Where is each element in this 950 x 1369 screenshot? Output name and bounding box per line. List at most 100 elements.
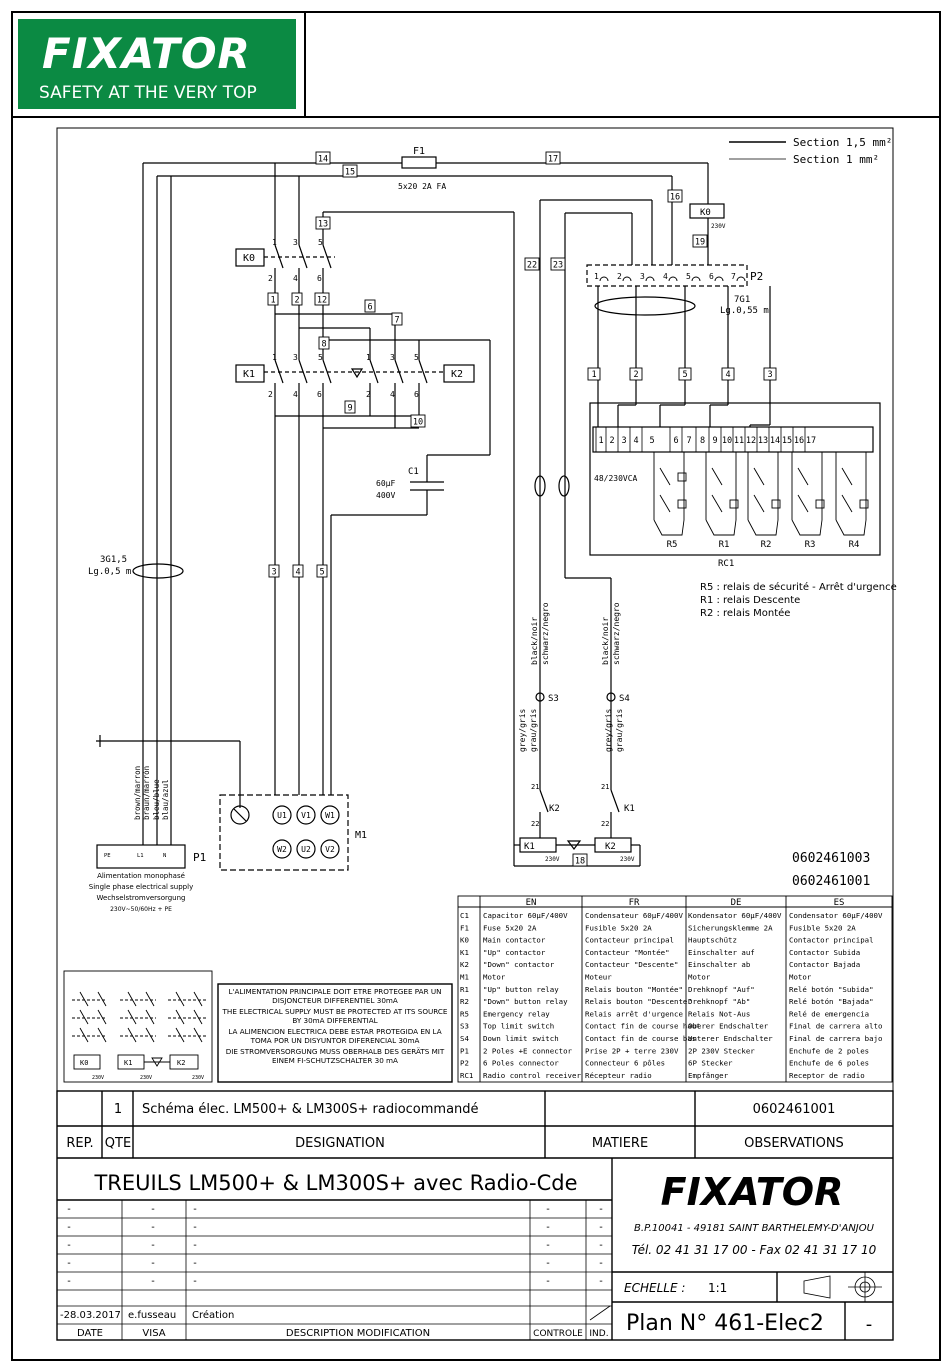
legend-fr: Moteur bbox=[585, 973, 612, 982]
k0-contact-5: 5 bbox=[318, 238, 323, 247]
p1-caption-3: Wechselstromversorgung bbox=[97, 894, 186, 902]
legend-es: Final de carrera alto bbox=[789, 1022, 882, 1031]
legend-de: Einschalter ab bbox=[688, 960, 751, 969]
legend-de: Hauptschütz bbox=[688, 936, 737, 945]
k1-contact-2: 2 bbox=[268, 390, 273, 399]
connector-p2-ref: P2 bbox=[750, 270, 763, 283]
legend-es: Relé botón "Subida" bbox=[789, 985, 874, 994]
revision-placeholder: - bbox=[150, 1240, 156, 1251]
revision-placeholder: - bbox=[545, 1258, 551, 1269]
legend-en: Main contactor bbox=[483, 936, 546, 945]
k1-aux-21: 21 bbox=[601, 783, 609, 791]
legend-fr: Contact fin de course haut bbox=[585, 1022, 701, 1031]
legend-en: Top limit switch bbox=[483, 1022, 554, 1031]
legend-en: Fuse 5x20 2A bbox=[483, 923, 537, 932]
motor-terminal-u2: U2 bbox=[301, 845, 311, 854]
capacitor-value: 60µF bbox=[376, 479, 395, 488]
legend-de: Drehknopf "Auf" bbox=[688, 985, 755, 994]
legend-ref: R5 bbox=[460, 1009, 469, 1018]
bundle-wire-tag: 5 bbox=[682, 370, 687, 380]
legend-ref: R1 bbox=[460, 985, 469, 994]
revision-placeholder: - bbox=[192, 1276, 198, 1287]
title-logo-brand: FIXATOR bbox=[661, 1170, 844, 1214]
k2-aux-22: 22 bbox=[531, 820, 539, 828]
relay-note-2: R1 : relais Descente bbox=[700, 595, 800, 606]
receiver-terminal-number: 17 bbox=[806, 436, 816, 446]
receiver-terminal-number: 13 bbox=[758, 436, 768, 446]
revision-placeholder: - bbox=[66, 1240, 72, 1251]
legend-header-en: EN bbox=[526, 898, 537, 908]
revision-placeholder: - bbox=[598, 1258, 604, 1269]
p1-caption-2: Single phase electrical supply bbox=[89, 883, 193, 891]
p2-pin-socket bbox=[645, 276, 655, 282]
wire-number-tag: 7 bbox=[394, 316, 399, 326]
contactor-k1-label: K1 bbox=[243, 369, 255, 380]
receiver-terminal-number: 2 bbox=[609, 436, 614, 446]
motor-terminal-w2: W2 bbox=[277, 845, 287, 854]
legend-ref: F1 bbox=[460, 923, 469, 932]
parts-header-matiere: MATIERE bbox=[592, 1136, 648, 1151]
legend-de: Kondensator 60µF/400V bbox=[688, 911, 782, 920]
legend-fr: Condensateur 60µF/400V bbox=[585, 911, 683, 920]
legend-ref: M1 bbox=[460, 973, 469, 982]
bundle-tag-box bbox=[587, 367, 601, 381]
legend-es: Contactor principal bbox=[789, 936, 874, 945]
receiver-terminal-number: 16 bbox=[794, 436, 804, 446]
parts-row-qte: 1 bbox=[114, 1102, 122, 1117]
k0-contact-3: 3 bbox=[293, 238, 298, 247]
legend-en: Motor bbox=[483, 973, 506, 982]
header-logo-brand: FIXATOR bbox=[42, 29, 251, 78]
k1-contact-1: 1 bbox=[272, 353, 277, 362]
legend-ref: K2 bbox=[460, 960, 469, 969]
revision-placeholder: - bbox=[150, 1222, 156, 1233]
legend-fr: Contacteur "Descente" bbox=[585, 960, 678, 969]
switch-s3-label: S3 bbox=[548, 694, 559, 704]
wire-tag-box bbox=[667, 189, 683, 203]
legend-es: Final de carrera bajo bbox=[789, 1034, 882, 1043]
wire-tag-box bbox=[342, 164, 358, 178]
legend-en: 6 Poles connector bbox=[483, 1059, 559, 1068]
legend-de: Relais Not-Aus bbox=[688, 1009, 750, 1018]
relay-label: R3 bbox=[805, 540, 816, 550]
wire-tag-box bbox=[292, 564, 304, 578]
s3-grey-wire-label: grey/gris bbox=[518, 708, 527, 752]
revision-placeholder: - bbox=[66, 1222, 72, 1233]
receiver-terminal-number: 15 bbox=[782, 436, 792, 446]
s4-grau-wire-label: grau/gris bbox=[615, 708, 624, 752]
p2-pin-number: 6 bbox=[709, 272, 714, 281]
legend-en: Emergency relay bbox=[483, 1009, 550, 1018]
capacitor-ref: C1 bbox=[408, 467, 419, 477]
p2-pin-number: 2 bbox=[617, 272, 622, 281]
part-number-1: 0602461003 bbox=[792, 851, 870, 866]
legend-fr: Relais arrêt d'urgence bbox=[585, 1009, 683, 1018]
legend-fr: Relais bouton "Montée" bbox=[585, 985, 683, 994]
bundle-wire-tag: 4 bbox=[725, 370, 730, 380]
wire-tag-box bbox=[316, 564, 328, 578]
revision-placeholder: - bbox=[192, 1258, 198, 1269]
p2-pin-socket bbox=[599, 276, 609, 282]
revision-placeholder: - bbox=[598, 1222, 604, 1233]
legend-en: "Down" button relay bbox=[483, 997, 568, 1006]
motor-terminal-u1: U1 bbox=[277, 811, 287, 820]
k1-contact-6: 6 bbox=[317, 390, 322, 399]
legend-es: Motor bbox=[789, 973, 812, 982]
p2-pin-number: 7 bbox=[731, 272, 736, 281]
p2-pin-number: 4 bbox=[663, 272, 668, 281]
receiver-terminal-number: 12 bbox=[746, 436, 756, 446]
p2-pin-socket bbox=[668, 276, 678, 282]
revision-placeholder: - bbox=[192, 1222, 198, 1233]
section-legend-2: Section 1 mm² bbox=[793, 153, 879, 166]
relay-label: R2 bbox=[761, 540, 772, 550]
wire-tag-box bbox=[545, 151, 561, 165]
receiver-terminal-number: 14 bbox=[770, 436, 780, 446]
legend-es: Relé botón "Bajada" bbox=[789, 997, 874, 1006]
contactor-k2-label: K2 bbox=[451, 369, 463, 380]
legend-de: 6P Stecker bbox=[688, 1059, 733, 1068]
wire-number-tag: 9 bbox=[347, 404, 352, 414]
mini-voltage-2: 230V bbox=[140, 1075, 152, 1081]
relay-symbol bbox=[705, 452, 739, 536]
wire-tag-box bbox=[364, 299, 376, 313]
legend-fr: Fusible 5x20 2A bbox=[585, 923, 652, 932]
warning-en: THE ELECTRICAL SUPPLY MUST BE PROTECTED … bbox=[222, 1007, 448, 1025]
